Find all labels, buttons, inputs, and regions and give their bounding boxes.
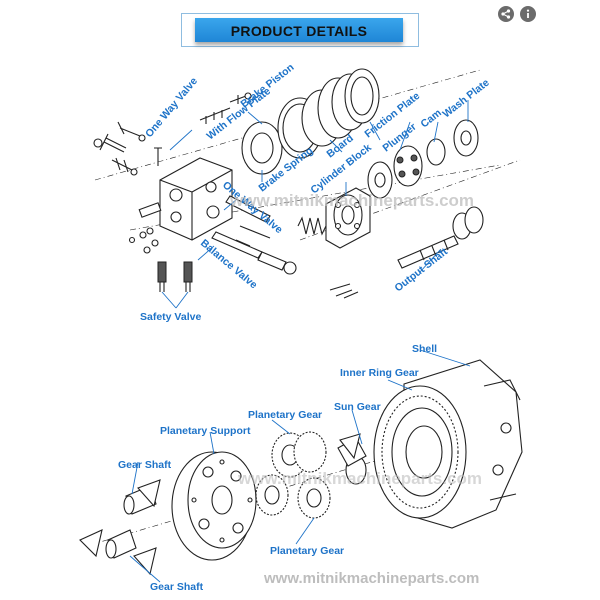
corner-toolbar [494,4,544,24]
watermark-footer: www.mitnikmachineparts.com [263,570,479,587]
label-planetary-support: Planetary Support [160,425,251,437]
info-icon[interactable] [520,6,536,22]
banner-frame [181,13,419,47]
leader-lines [129,100,471,583]
label-sun-gear: Sun Gear [334,401,381,413]
product-details-banner: PRODUCT DETAILS [181,13,419,47]
banner-plate: PRODUCT DETAILS [195,18,403,42]
page-title: PRODUCT DETAILS [230,23,368,39]
label-inner-ring-gear: Inner Ring Gear [340,367,419,379]
label-shell: Shell [412,343,437,355]
label-safety-valve: Safety Valve [140,311,201,323]
label-wash-plate: Wash Plate [440,77,491,121]
label-gear-shaft-bottom: Gear Shaft [150,581,204,593]
watermark-mid: www.mitnikmachineparts.com [229,191,474,210]
motor-assembly-drawing [93,68,521,299]
watermark-lower: www.mitnikmachineparts.com [237,469,482,488]
label-planetary-gear-bottom: Planetary Gear [270,545,344,557]
share-icon[interactable] [498,6,514,22]
label-planetary-gear-top: Planetary Gear [248,409,322,421]
reducer-assembly-drawing [79,359,523,576]
label-gear-shaft-left: Gear Shaft [118,459,172,471]
watermarks: www.mitnikmachineparts.com www.mitnikmac… [229,191,482,587]
